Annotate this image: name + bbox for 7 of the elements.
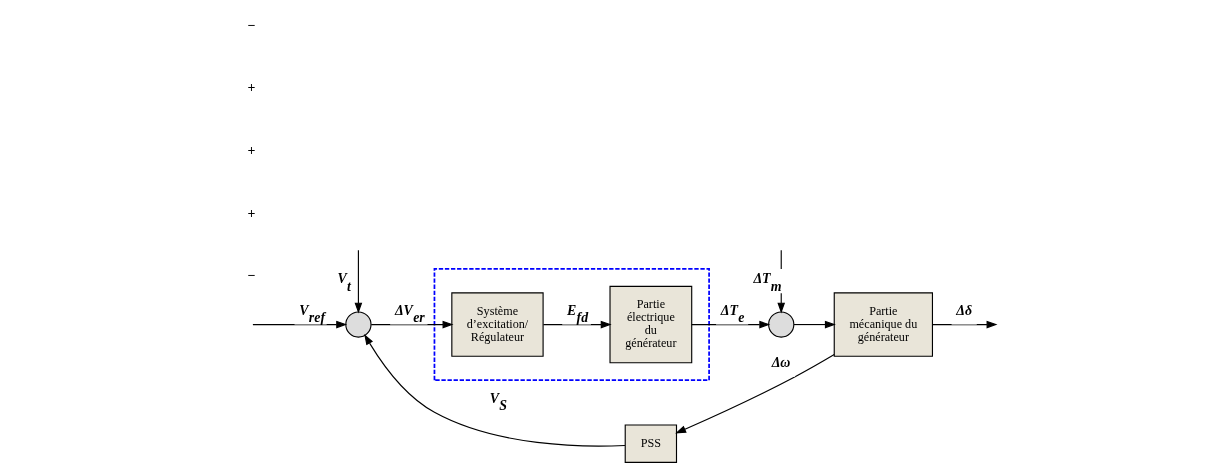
edge-label: Δδ <box>955 302 972 318</box>
label: + <box>247 80 256 96</box>
label: + <box>247 142 256 158</box>
label: − <box>247 17 256 33</box>
edge-label: Δω <box>771 354 790 370</box>
label: − <box>247 268 256 284</box>
label: + <box>247 205 256 221</box>
